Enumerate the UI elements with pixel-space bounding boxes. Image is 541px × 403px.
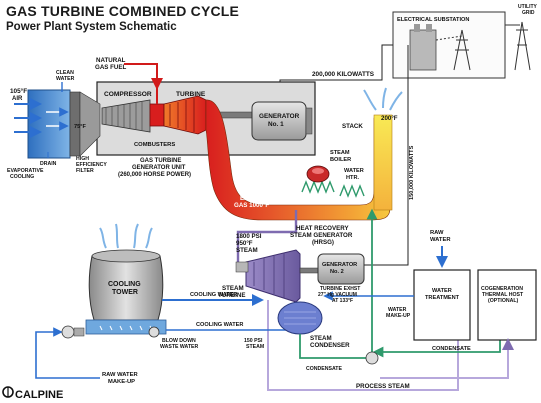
steam-turbine-shaft (299, 267, 319, 274)
electrical-substation (392, 11, 506, 79)
process-steam-line (380, 338, 514, 379)
intake-air-arrows (14, 98, 69, 138)
makeup-pump (61, 325, 85, 339)
label-drain: DRAIN (40, 161, 57, 167)
hp-steam-line (236, 210, 298, 262)
cogeneration-box (477, 269, 537, 341)
label-cooling-water-bottom: COOLING WATER (196, 322, 243, 328)
power-line-gen2 (364, 45, 409, 266)
generator-1 (251, 101, 313, 141)
label-turbine: TURBINE (176, 91, 206, 98)
label-stack-temp: 200°F (381, 115, 398, 122)
steam-condenser (277, 301, 323, 335)
steam-boiler-drum (306, 165, 330, 183)
cooling-tower-vapor (99, 223, 153, 249)
condensate-return-line (372, 340, 501, 358)
steam-line-purple (267, 294, 464, 391)
label-150000-kw: 150,000 KILOWATTS (409, 145, 415, 200)
air-intake-filter (27, 89, 101, 159)
hrsg-coils (301, 180, 365, 198)
cooling-tower (85, 249, 167, 335)
raw-water-makeup-line (35, 327, 100, 379)
utility-grid-tower (505, 21, 531, 71)
label-air-temp: 105°F (10, 87, 27, 95)
feed-pump (365, 351, 379, 365)
label-air: AIR (12, 96, 23, 102)
diagram-subtitle: Power Plant System Schematic (6, 21, 177, 33)
calpine-logo-mark (2, 386, 14, 398)
stack-steam-arrows (363, 87, 403, 111)
label-condensate-left: CONDENSATE (306, 366, 342, 372)
label-temp-75: 75°F (74, 124, 86, 130)
blowdown-valve (148, 326, 160, 338)
water-treatment-box (413, 269, 471, 341)
natural-gas-fuel-line (124, 63, 163, 90)
label-cooling-water-top: COOLING WATER (190, 292, 237, 298)
label-combusters: COMBUSTERS (134, 142, 175, 148)
generator-2 (317, 253, 365, 285)
compressor (101, 99, 151, 133)
label-condensate-right: CONDENSATE (432, 346, 471, 352)
label-compressor: COMPRESSOR (104, 91, 152, 98)
calpine-logo-text: CALPINE (15, 389, 63, 401)
label-process-steam: PROCESS STEAM (356, 383, 410, 390)
steam-turbine (235, 249, 301, 303)
condensate-line (299, 334, 368, 359)
diagram-title: GAS TURBINE COMBINED CYCLE (6, 3, 240, 19)
label-stack: STACK (342, 123, 363, 130)
exhaust-stack (373, 114, 393, 211)
label-200000-kw: 200,000 KILOWATTS (312, 71, 375, 78)
label-electrical-substation: ELECTRICAL SUBSTATION (397, 17, 469, 23)
